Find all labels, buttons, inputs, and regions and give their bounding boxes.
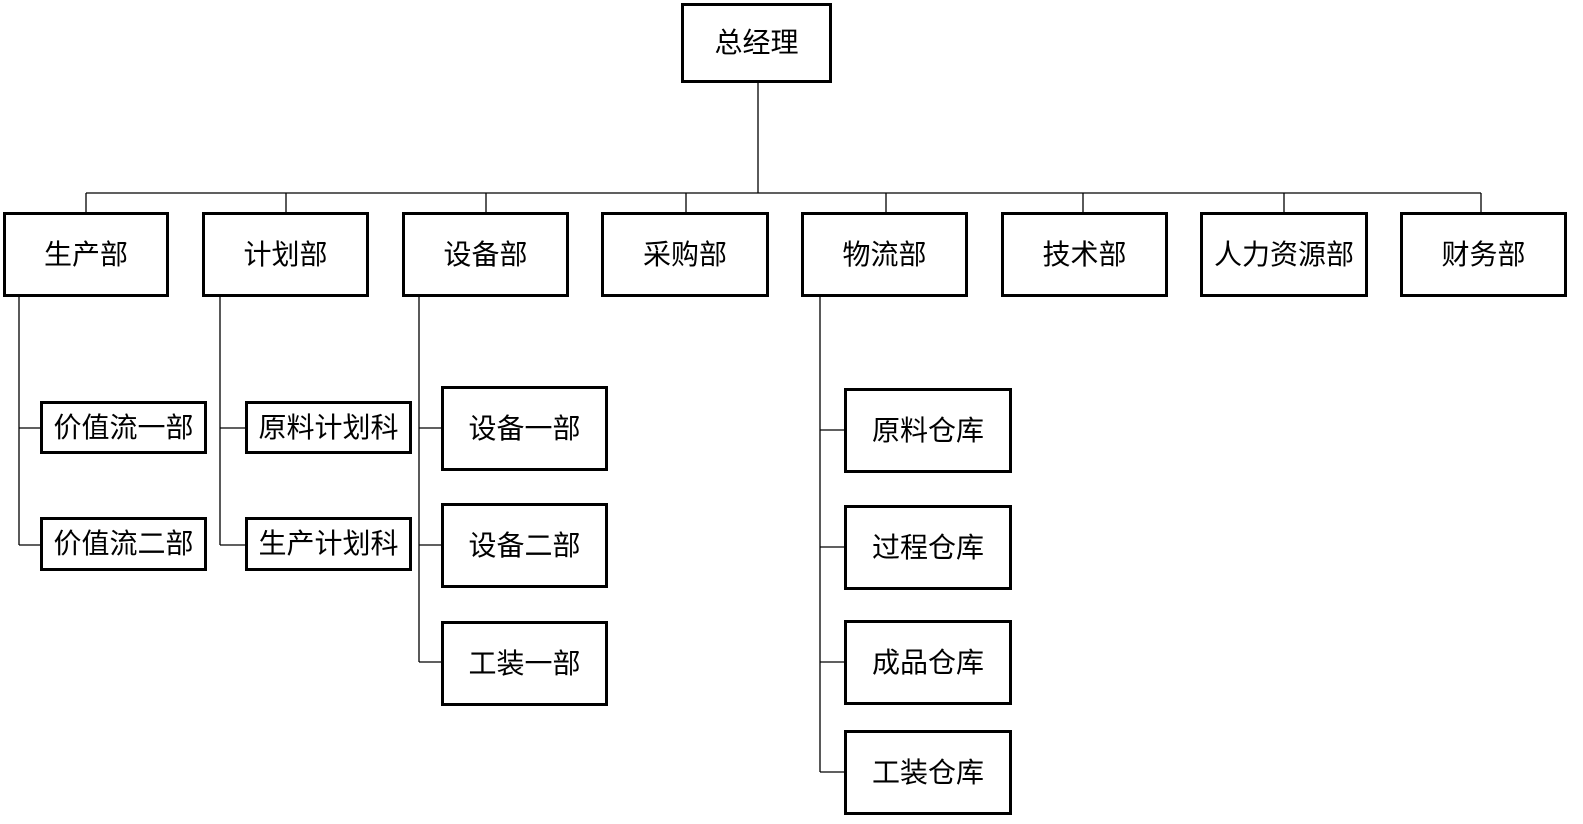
node-vs2: 价值流二部 (40, 517, 207, 571)
node-pp: 生产计划科 (245, 517, 412, 571)
node-tool1: 工装一部 (441, 621, 608, 706)
node-plan: 计划部 (202, 212, 369, 297)
node-fin: 财务部 (1400, 212, 1567, 297)
node-wh4: 工装仓库 (844, 730, 1012, 815)
node-logi: 物流部 (801, 212, 968, 297)
node-wh1: 原料仓库 (844, 388, 1012, 473)
node-eq2: 设备二部 (441, 503, 608, 588)
node-eq1: 设备一部 (441, 386, 608, 471)
node-ceo: 总经理 (681, 3, 832, 83)
node-wh3: 成品仓库 (844, 620, 1012, 705)
node-vs1: 价值流一部 (40, 401, 207, 454)
node-prod: 生产部 (3, 212, 169, 297)
node-equip: 设备部 (402, 212, 569, 297)
node-mp: 原料计划科 (245, 401, 412, 454)
node-tech: 技术部 (1001, 212, 1168, 297)
node-purch: 采购部 (601, 212, 769, 297)
node-wh2: 过程仓库 (844, 505, 1012, 590)
node-hr: 人力资源部 (1200, 212, 1368, 297)
